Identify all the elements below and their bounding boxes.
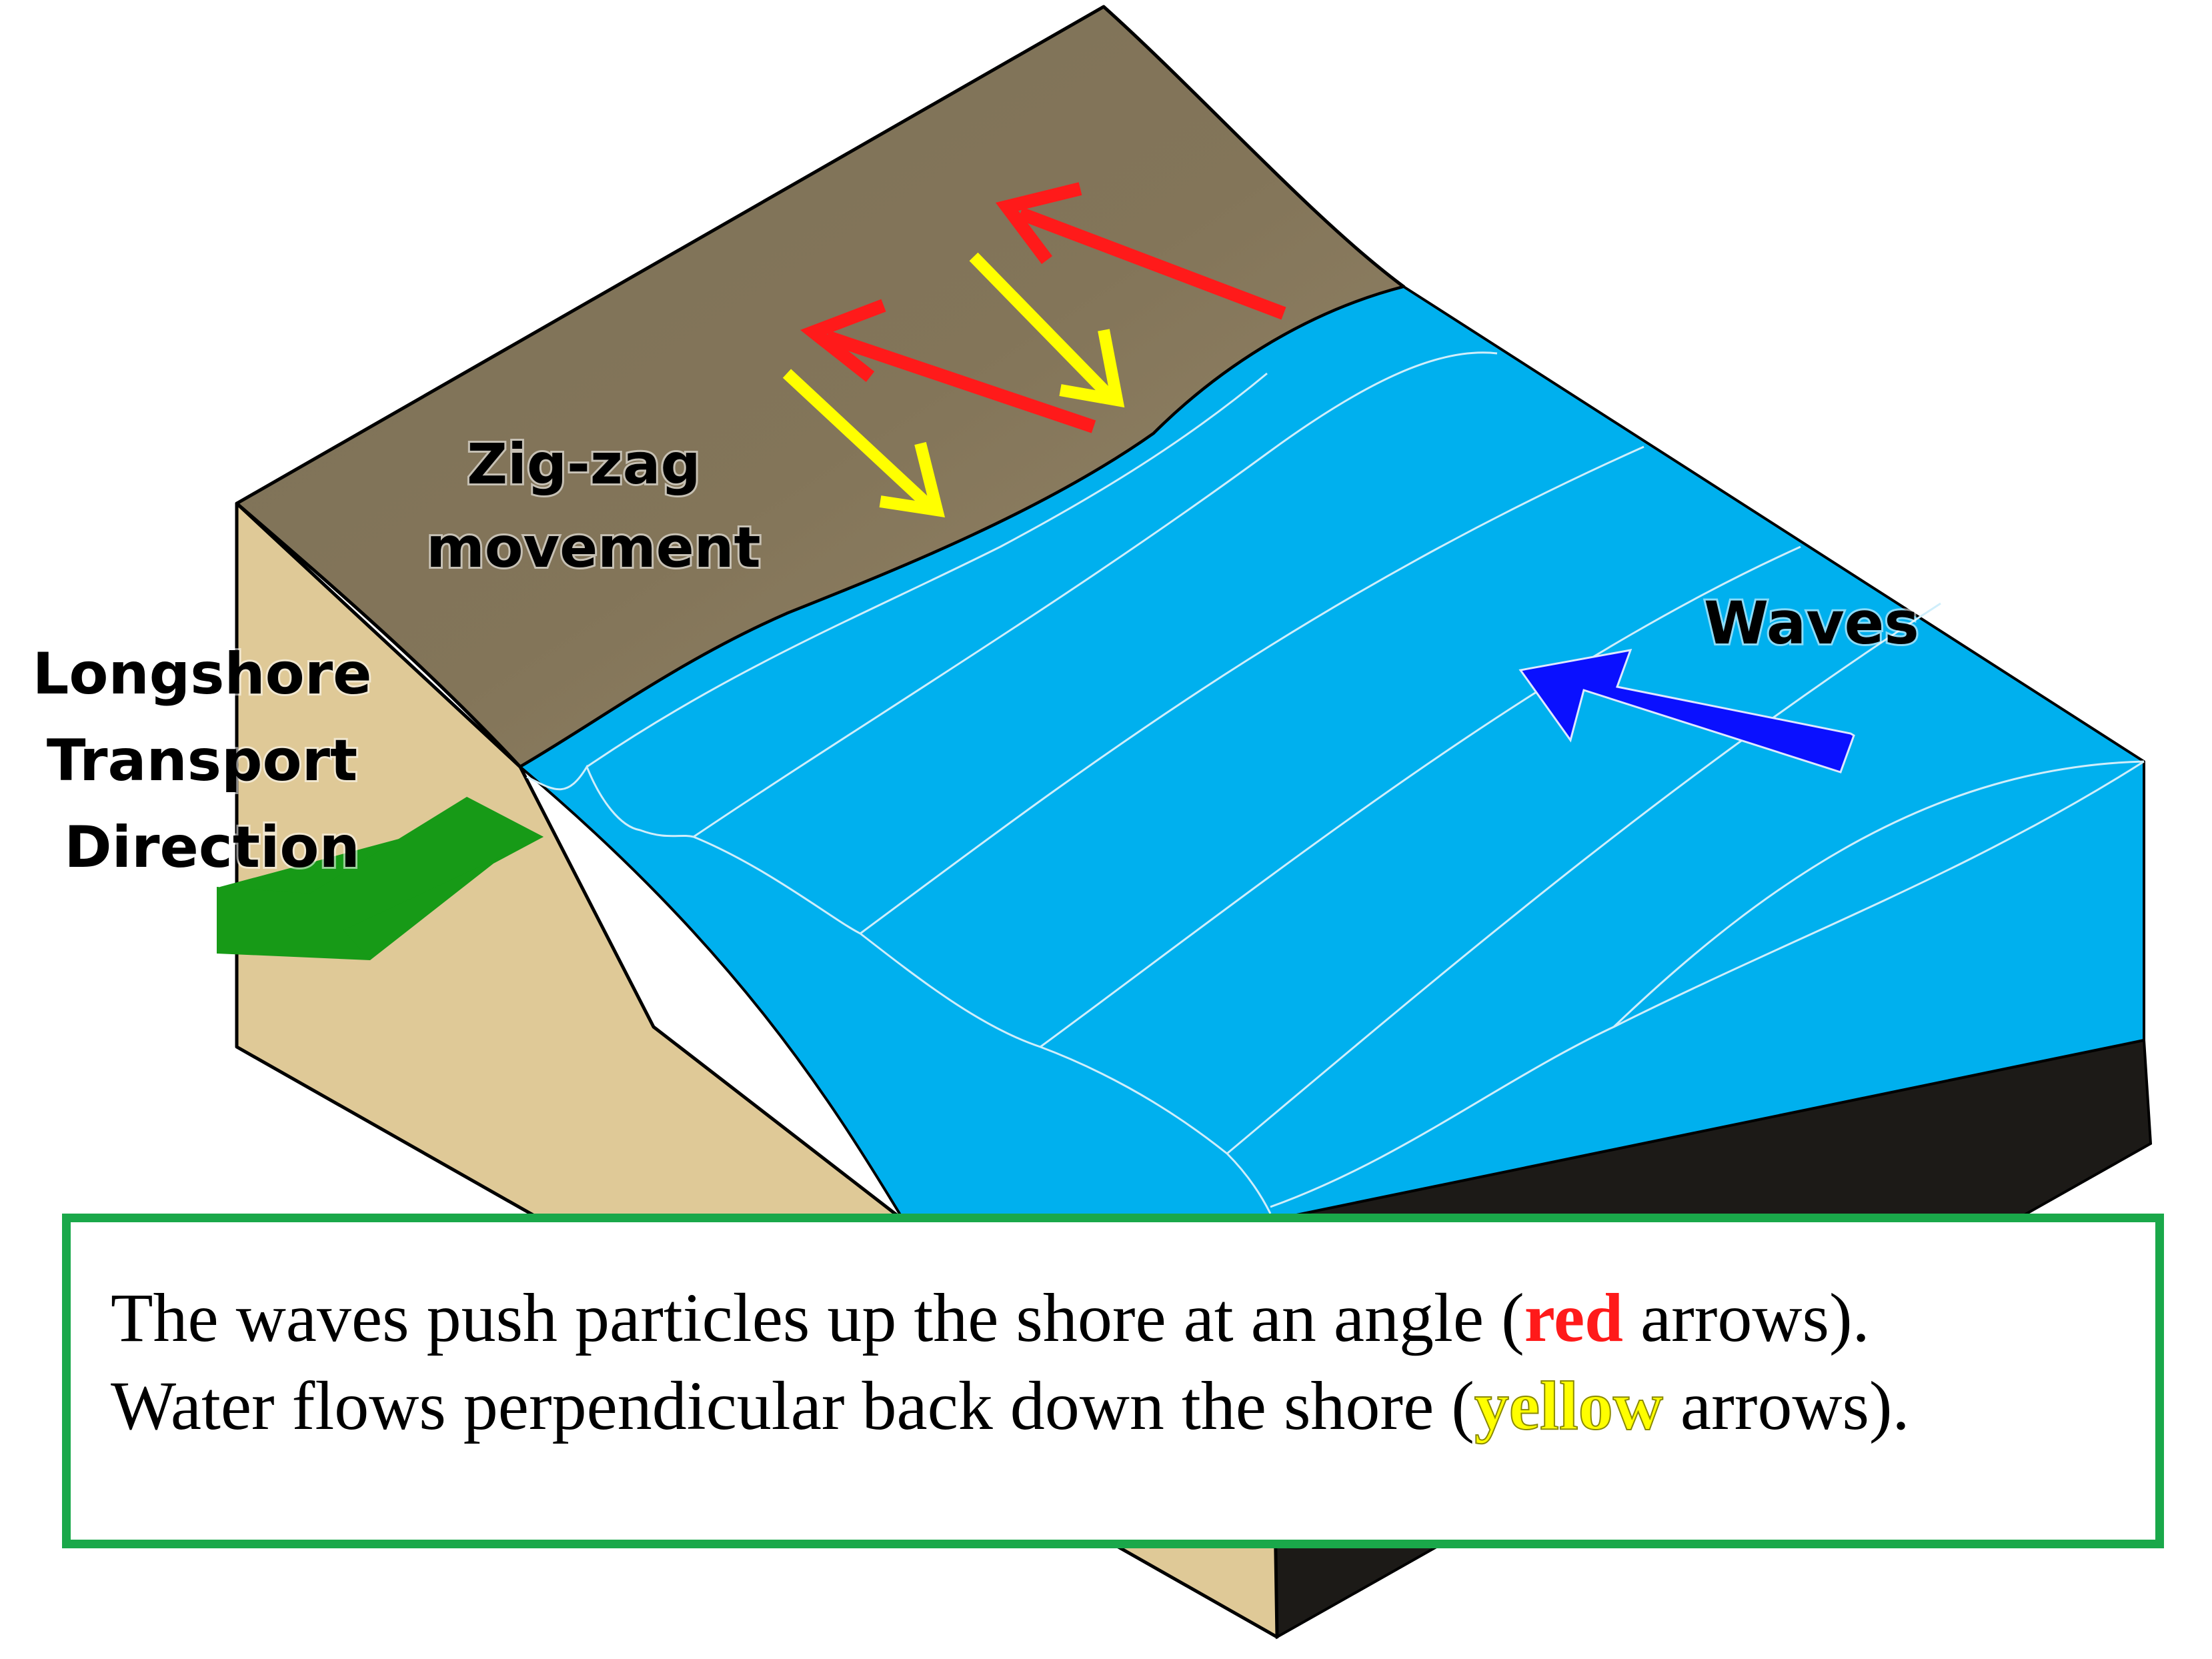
caption-box: The waves push particles up the shore at… <box>62 1214 2164 1548</box>
wave-direction-arrow-icon <box>1518 649 1855 773</box>
longshore-arrow-body <box>217 797 543 960</box>
arrow-up-shore-icon <box>995 182 1286 320</box>
zigzag-label: Zig-zag movement <box>426 431 760 580</box>
red-highlight: red <box>1524 1280 1623 1356</box>
caption-line-2-end: arrows). <box>1663 1368 1910 1444</box>
yellow-highlight: yellow <box>1474 1367 1664 1445</box>
yellow-arrows <box>782 252 1125 517</box>
longshore-line-2: Transport <box>47 727 357 794</box>
longshore-label: Longshore Transport Direction <box>33 641 392 881</box>
arrow-up-shore-icon <box>800 299 1096 433</box>
arrow-down-shore-icon <box>782 369 946 517</box>
caption-line-1-start: The waves push particles up the shore at… <box>111 1280 1524 1356</box>
caption-line-2: Water flows perpendicular back down the … <box>111 1362 2155 1450</box>
arrow-down-shore-icon <box>969 252 1125 408</box>
water-surface <box>519 285 2145 1222</box>
longshore-line-3: Direction <box>64 814 359 881</box>
zigzag-line-2: movement <box>426 515 760 580</box>
longshore-line-1: Longshore <box>33 641 372 707</box>
caption-line-1: The waves push particles up the shore at… <box>111 1274 2155 1362</box>
red-arrows <box>800 182 1286 433</box>
caption-line-2-start: Water flows perpendicular back down the … <box>111 1368 1474 1444</box>
zigzag-line-1: Zig-zag <box>467 431 700 497</box>
wave-lines <box>526 351 2145 1214</box>
caption-line-1-end: arrows). <box>1623 1280 1870 1356</box>
waves-label: Waves <box>1704 589 1919 657</box>
